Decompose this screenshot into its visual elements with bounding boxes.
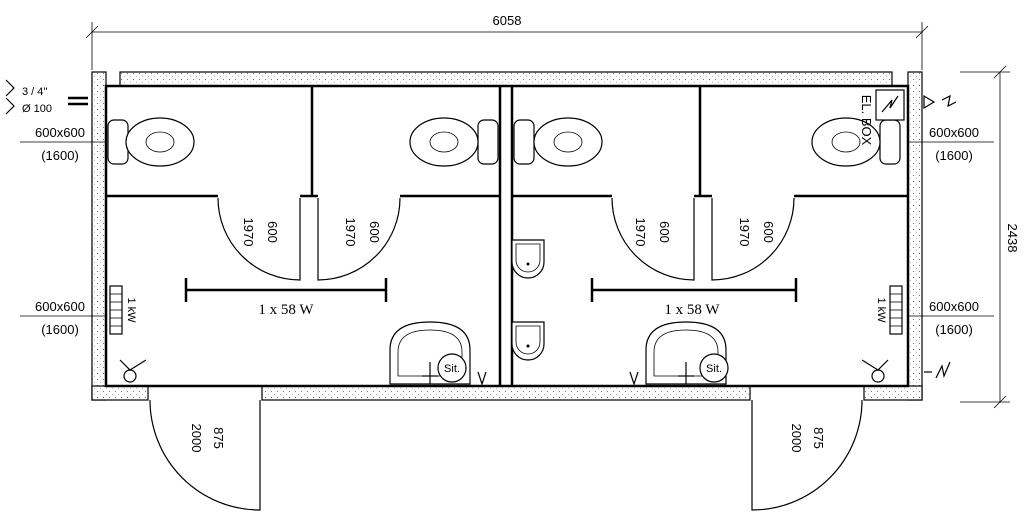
window-top-left-size: 600x600 — [35, 125, 85, 140]
pipe-size-label: 3 / 4'' — [22, 86, 48, 98]
bottom-wall-left — [91, 385, 149, 401]
heater-icon: 1 kW — [109, 285, 137, 335]
window-bottom-right-size: 600x600 — [929, 299, 979, 314]
window-top-right-size: 600x600 — [929, 125, 979, 140]
electrical-box: EL. BOX — [859, 89, 905, 146]
sinks: Sit. Sit. — [389, 321, 729, 386]
door-4-height: 1970 — [737, 218, 752, 247]
switch-icon — [119, 359, 147, 383]
top-wall — [119, 71, 893, 87]
power-symbols — [923, 94, 957, 379]
window-bottom-right-height: (1600) — [935, 322, 973, 337]
cubicle-doors: 1970 600 1970 600 1970 600 1970 600 — [217, 197, 795, 281]
outer-walls — [91, 71, 923, 401]
heater-right-label: 1 kW — [875, 297, 887, 323]
door-3-width: 600 — [657, 221, 672, 243]
door-2-height: 1970 — [343, 218, 358, 247]
urinals — [511, 239, 545, 361]
overall-width-dimension: 6058 — [85, 13, 929, 70]
bottom-wall-middle — [261, 385, 751, 401]
door-3-height: 1970 — [633, 218, 648, 247]
windows: 600x600 (1600) 600x600 (1600) 600x600 (1… — [20, 125, 994, 337]
right-wall — [907, 71, 923, 401]
urinal-icon — [511, 239, 545, 279]
toilet-icon — [811, 117, 901, 167]
toilet-icon — [513, 117, 603, 167]
window-bottom-left-size: 600x600 — [35, 299, 85, 314]
bottom-wall-right — [863, 385, 923, 401]
heaters: 1 kW 1 kW — [109, 285, 903, 335]
entrance-right-width: 875 — [811, 427, 826, 449]
light-right-label: 1 x 58 W — [664, 302, 720, 318]
entrance-left-width: 875 — [211, 427, 226, 449]
urinal-icon — [511, 321, 545, 361]
switches — [119, 359, 889, 383]
door-1-height: 1970 — [241, 218, 256, 247]
window-top-left-height: (1600) — [41, 148, 79, 163]
toilets — [107, 117, 901, 167]
light-left-label: 1 x 58 W — [258, 302, 314, 318]
pipe-diameter-label: Ø 100 — [22, 103, 52, 115]
sink-left-label: Sit. — [444, 363, 460, 375]
switch-icon — [861, 359, 889, 383]
left-wall — [91, 71, 107, 401]
power-in-icon — [923, 94, 957, 110]
door-1-width: 600 — [265, 221, 280, 243]
window-bottom-left-height: (1600) — [41, 322, 79, 337]
toilet-icon — [409, 117, 499, 167]
entrance-right-height: 2000 — [789, 424, 804, 453]
overall-width-label: 6058 — [493, 13, 522, 28]
sink-icon: Sit. — [389, 321, 487, 386]
door-2-width: 600 — [367, 221, 382, 243]
el-box-label: EL. BOX — [859, 95, 874, 146]
heater-left-label: 1 kW — [125, 297, 137, 323]
door-4-width: 600 — [761, 221, 776, 243]
toilet-icon — [107, 117, 195, 167]
power-out-icon — [924, 361, 951, 379]
sink-icon: Sit. — [629, 321, 729, 386]
light-fixtures: 1 x 58 W 1 x 58 W — [184, 278, 798, 318]
pipe-connection: 3 / 4'' Ø 100 — [5, 79, 88, 115]
partitions — [106, 86, 908, 386]
overall-depth-label: 2438 — [1005, 224, 1020, 253]
sink-right-label: Sit. — [706, 363, 722, 375]
entrance-left-height: 2000 — [189, 424, 204, 453]
heater-icon: 1 kW — [875, 285, 903, 335]
window-top-right-height: (1600) — [935, 148, 973, 163]
overall-depth-dimension: 2438 — [960, 65, 1020, 409]
entrance-doors: 2000 875 2000 875 — [149, 399, 863, 511]
